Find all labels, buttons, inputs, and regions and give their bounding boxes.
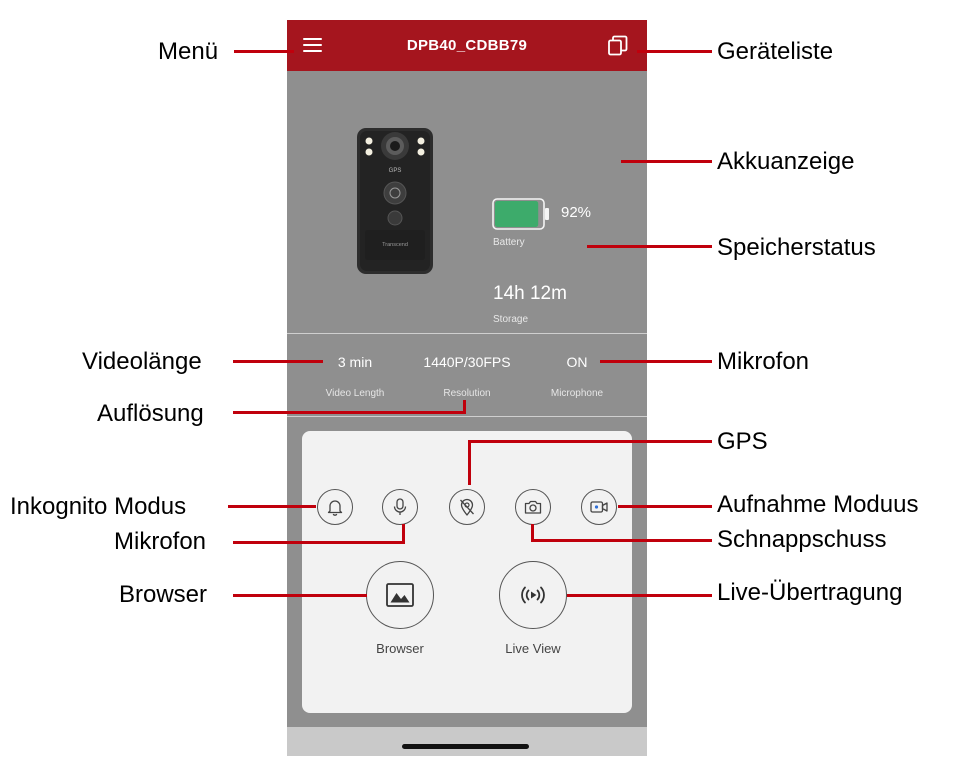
leader-menu <box>234 50 294 53</box>
callout-browser: Browser <box>119 581 208 608</box>
divider-top <box>287 333 647 334</box>
live-view-label: Live View <box>505 641 561 656</box>
gallery-icon <box>386 583 414 607</box>
callout-device-list: Geräteliste <box>717 38 834 65</box>
leader-device-list <box>637 50 712 53</box>
leader-gps-v <box>468 440 471 485</box>
control-panel: Browser Live View <box>302 431 632 713</box>
snapshot-button[interactable] <box>515 489 551 525</box>
live-broadcast-icon <box>521 586 545 604</box>
callout-incognito: Inkognito Modus <box>10 493 187 520</box>
settings-row: 3 min Video Length 1440P/30FPS Resolutio… <box>287 333 647 416</box>
callout-snapshot: Schnappschuss <box>717 526 887 553</box>
device-list-icon[interactable] <box>607 35 629 57</box>
leader-microphone-button-h <box>233 541 405 544</box>
leader-resolution-h <box>233 411 466 414</box>
battery-icon <box>492 198 549 230</box>
leader-microphone-button-v <box>402 524 405 544</box>
browser-label: Browser <box>376 641 424 656</box>
home-bar-area <box>287 727 647 756</box>
leader-live <box>567 594 712 597</box>
video-length-label: Video Length <box>325 388 385 399</box>
callout-battery: Akkuanzeige <box>717 148 855 175</box>
app-screen: DPB40_CDBB79 GPS <box>287 20 647 756</box>
callout-storage: Speicherstatus <box>717 234 876 261</box>
gps-off-icon <box>460 498 474 516</box>
callout-record-mode: Aufnahme Moduus <box>717 491 919 518</box>
storage-label: Storage <box>493 314 529 325</box>
video-length-value: 3 min <box>337 354 373 370</box>
resolution-label: Resolution <box>443 388 491 399</box>
menu-icon[interactable] <box>303 37 323 55</box>
body-camera-image: GPS Transcend <box>355 126 435 276</box>
leader-storage <box>587 245 712 248</box>
leader-incognito <box>228 505 316 508</box>
camera-icon <box>524 500 542 514</box>
battery-label: Battery <box>493 237 525 248</box>
leader-video-length <box>233 360 323 363</box>
microphone-label: Microphone <box>550 388 604 399</box>
leader-snapshot-h <box>531 539 712 542</box>
callout-microphone-setting: Mikrofon <box>717 348 810 375</box>
battery-percent: 92% <box>561 204 592 221</box>
callout-microphone-button: Mikrofon <box>114 528 207 555</box>
leader-gps-h <box>468 440 712 443</box>
leader-microphone-setting <box>600 360 712 363</box>
device-name-title: DPB40_CDBB79 <box>406 37 528 54</box>
callout-menu: Menü <box>158 38 219 65</box>
callout-gps: GPS <box>717 428 768 455</box>
microphone-toggle-button[interactable] <box>382 489 418 525</box>
browser-button[interactable] <box>366 561 434 629</box>
device-status-area: GPS Transcend 92% Battery 14h 12m Storag… <box>287 71 647 333</box>
gps-button[interactable] <box>449 489 485 525</box>
svg-text:Transcend: Transcend <box>382 242 408 248</box>
video-camera-icon <box>590 501 608 513</box>
leader-resolution-v <box>463 400 466 414</box>
leader-snapshot-v <box>531 524 534 542</box>
live-view-button[interactable] <box>499 561 567 629</box>
callout-live: Live-Übertragung <box>717 579 903 606</box>
microphone-value: ON <box>566 354 588 370</box>
svg-text:GPS: GPS <box>389 168 402 174</box>
microphone-icon <box>393 498 407 515</box>
divider-bottom <box>287 416 647 417</box>
incognito-button[interactable] <box>317 489 353 525</box>
callout-video-length: Videolänge <box>82 348 202 375</box>
resolution-value: 1440P/30FPS <box>423 354 511 370</box>
bell-icon <box>327 500 343 516</box>
top-bar: DPB40_CDBB79 <box>287 20 647 71</box>
storage-value: 14h 12m <box>493 283 567 304</box>
home-indicator[interactable] <box>402 744 529 749</box>
record-mode-button[interactable] <box>581 489 617 525</box>
callout-resolution: Auflösung <box>97 400 204 427</box>
leader-browser <box>233 594 367 597</box>
leader-record-mode <box>618 505 712 508</box>
leader-battery <box>621 160 712 163</box>
